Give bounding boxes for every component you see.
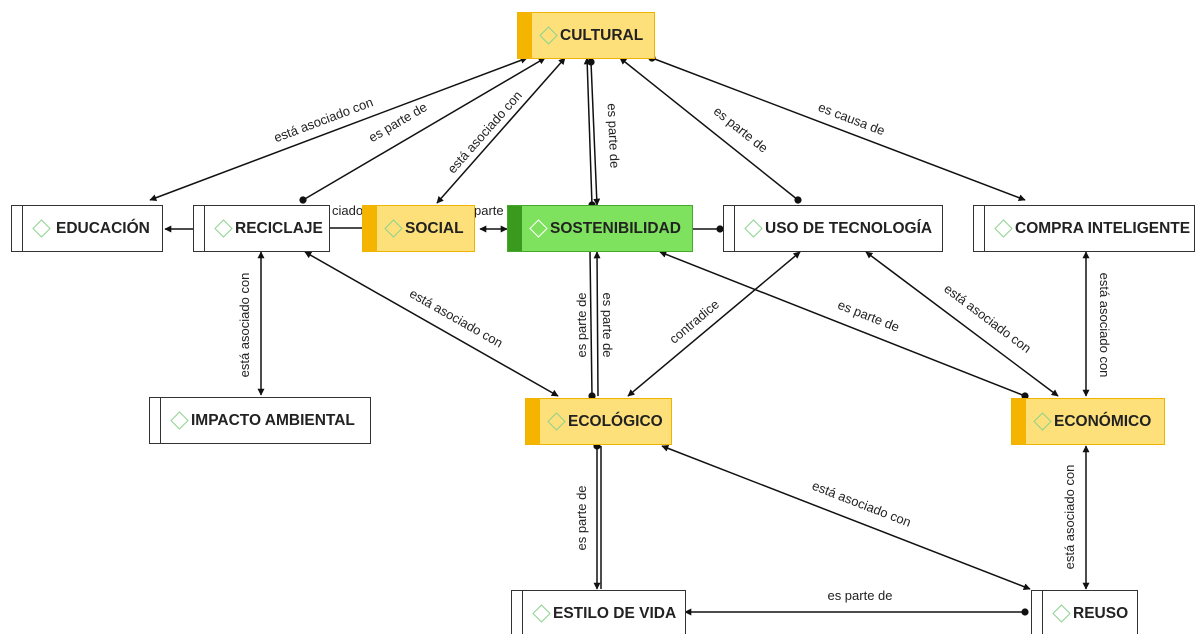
link-sostenibilidad-ecologico-b[interactable]	[593, 251, 601, 397]
node-bar	[1012, 399, 1026, 444]
concept-diamond-icon	[1033, 412, 1052, 431]
concept-diamond-icon	[214, 219, 233, 238]
concept-diamond-icon	[1052, 604, 1071, 623]
node-sostenibilidad[interactable]: SOSTENIBILIDAD	[507, 205, 693, 252]
concept-diamond-icon	[744, 219, 763, 238]
node-bar	[518, 13, 532, 58]
node-label-estilo-vida: ESTILO DE VIDA	[553, 604, 677, 622]
edge-label-cultural-tecnologia: es parte de	[711, 103, 771, 155]
concept-diamond-icon	[32, 219, 51, 238]
edge-label-ecologico-reuso: está asociado con	[810, 478, 913, 530]
edge-label-sostenibilidad-ecologico-a: es parte de	[574, 292, 589, 357]
node-label-reuso: REUSO	[1073, 604, 1129, 622]
edge-label-cultural-sostenibilidad: es parte de	[605, 103, 623, 169]
node-ecologico[interactable]: ECOLÓGICO	[525, 398, 672, 445]
concept-diamond-icon	[532, 604, 551, 623]
edge-label-compra-economico: está asociado con	[1097, 273, 1112, 378]
node-label-reciclaje: RECICLAJE	[235, 219, 323, 237]
edge-label-reuso-estilo: es parte de	[827, 588, 892, 603]
link-ecologico-reuso[interactable]	[661, 445, 1031, 590]
edge-label-social-left: ciado	[332, 203, 363, 218]
concept-diamond-icon	[170, 411, 189, 430]
link-reciclaje-ecologico[interactable]	[304, 251, 559, 397]
edge-label-tecnologia-ecologico: contradice	[666, 297, 722, 347]
edge-label-sostenibilidad-economico: es parte de	[836, 297, 902, 335]
edge-label-social-right: parte	[474, 203, 504, 218]
link-cultural-compra[interactable]	[648, 54, 1026, 202]
concept-diamond-icon	[994, 219, 1013, 238]
node-bar	[526, 399, 540, 444]
node-bar	[1032, 591, 1043, 634]
node-bar	[363, 206, 377, 251]
link-cultural-social[interactable]	[436, 57, 566, 204]
node-label-impacto-ambiental: IMPACTO AMBIENTAL	[191, 411, 355, 429]
node-label-sostenibilidad: SOSTENIBILIDAD	[550, 219, 681, 237]
node-cultural[interactable]: CULTURAL	[517, 12, 655, 59]
link-cultural-sostenibilidad-b[interactable]	[587, 58, 601, 206]
edge-label-cultural-educacion: está asociado con	[272, 94, 375, 145]
node-bar	[512, 591, 523, 634]
link-tecnologia-economico[interactable]	[865, 251, 1059, 397]
node-label-uso-tecnologia: USO DE TECNOLOGÍA	[765, 219, 933, 237]
node-label-social: SOCIAL	[405, 219, 464, 237]
node-bar	[724, 206, 735, 251]
node-bar	[150, 398, 161, 443]
concept-diamond-icon	[547, 412, 566, 431]
edge-label-cultural-social: está asociado con	[444, 88, 525, 177]
edge-label-ecologico-estilo: es parte de	[574, 485, 589, 550]
node-social[interactable]: SOCIAL	[362, 205, 475, 252]
node-label-compra-inteligente: COMPRA INTELIGENTE	[1015, 219, 1191, 237]
node-bar	[974, 206, 985, 251]
node-educacion[interactable]: EDUCACIÓN	[11, 205, 163, 252]
concept-diamond-icon	[384, 219, 403, 238]
node-label-cultural: CULTURAL	[560, 26, 644, 44]
edge-label-reciclaje-impacto: está asociado con	[237, 273, 252, 378]
node-label-economico: ECONÓMICO	[1054, 412, 1152, 430]
edge-label-economico-reuso: está asociado con	[1062, 465, 1077, 570]
node-impacto-ambiental[interactable]: IMPACTO AMBIENTAL	[149, 397, 371, 444]
node-uso-tecnologia[interactable]: USO DE TECNOLOGÍA	[723, 205, 943, 252]
node-label-ecologico: ECOLÓGICO	[568, 412, 663, 430]
node-reciclaje[interactable]: RECICLAJE	[193, 205, 330, 252]
concept-diamond-icon	[529, 219, 548, 238]
concept-diamond-icon	[539, 26, 558, 45]
link-sostenibilidad-ecologico-a[interactable]	[588, 251, 596, 400]
node-estilo-vida[interactable]: ESTILO DE VIDA	[511, 590, 686, 634]
node-reuso[interactable]: REUSO	[1031, 590, 1138, 634]
node-label-educacion: EDUCACIÓN	[56, 219, 150, 237]
node-bar	[508, 206, 522, 251]
edge-label-sostenibilidad-ecologico-b: es parte de	[600, 292, 615, 357]
node-bar	[194, 206, 205, 251]
node-economico[interactable]: ECONÓMICO	[1011, 398, 1165, 445]
node-compra-inteligente[interactable]: COMPRA INTELIGENTE	[973, 205, 1195, 252]
node-bar	[12, 206, 23, 251]
edge-label-cultural-compra: es causa de	[816, 99, 887, 138]
